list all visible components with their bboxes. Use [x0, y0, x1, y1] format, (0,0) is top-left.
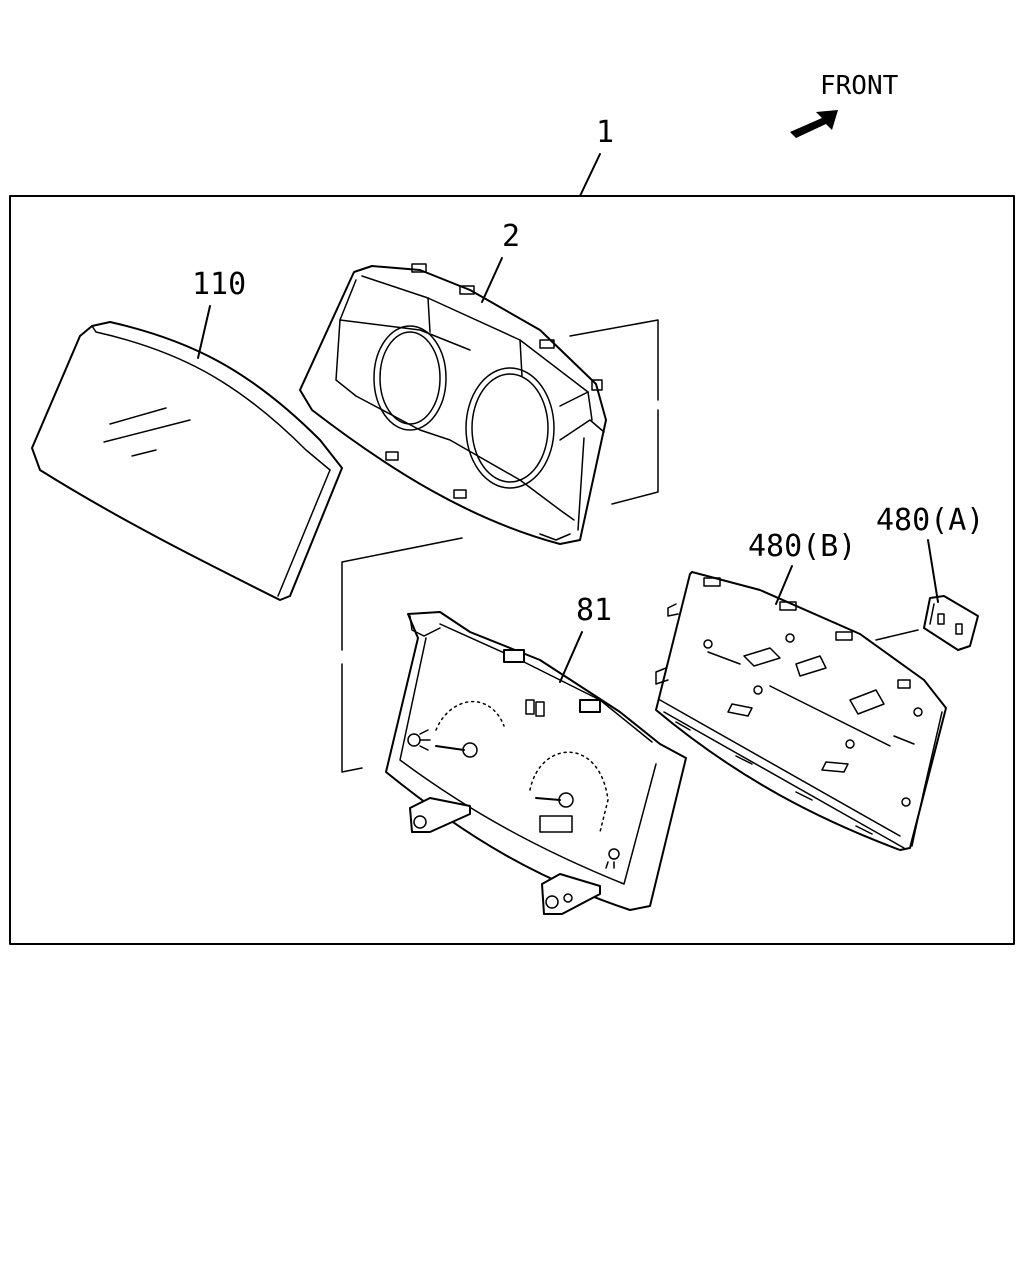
callout-case: 2 — [502, 219, 520, 254]
callout-board-a: 480(A) — [876, 503, 984, 538]
align-line-board-a — [875, 629, 919, 641]
case-part — [299, 263, 607, 545]
leader-lens — [197, 305, 211, 359]
align-line-dial-bottom — [341, 663, 363, 773]
leader-assembly — [579, 153, 601, 197]
lens-part — [31, 321, 343, 601]
front-label: FRONT — [820, 71, 899, 101]
dial-part — [385, 611, 687, 915]
callout-dial: 81 — [576, 593, 612, 628]
callout-assembly: 1 — [596, 115, 614, 150]
align-line-case-bottom — [611, 409, 659, 505]
align-line-case-top — [569, 319, 659, 401]
callout-board-b: 480(B) — [748, 529, 856, 564]
leader-board-a — [927, 539, 939, 603]
leader-dial — [559, 631, 583, 683]
board-b-part — [655, 571, 947, 851]
leader-case — [481, 257, 503, 303]
assembly-frame — [9, 195, 1015, 945]
front-arrow-icon — [790, 110, 838, 138]
align-line-dial-top — [341, 537, 463, 651]
callout-lens: 110 — [192, 267, 246, 302]
leader-board-b — [775, 565, 793, 605]
board-a-part — [923, 595, 979, 651]
